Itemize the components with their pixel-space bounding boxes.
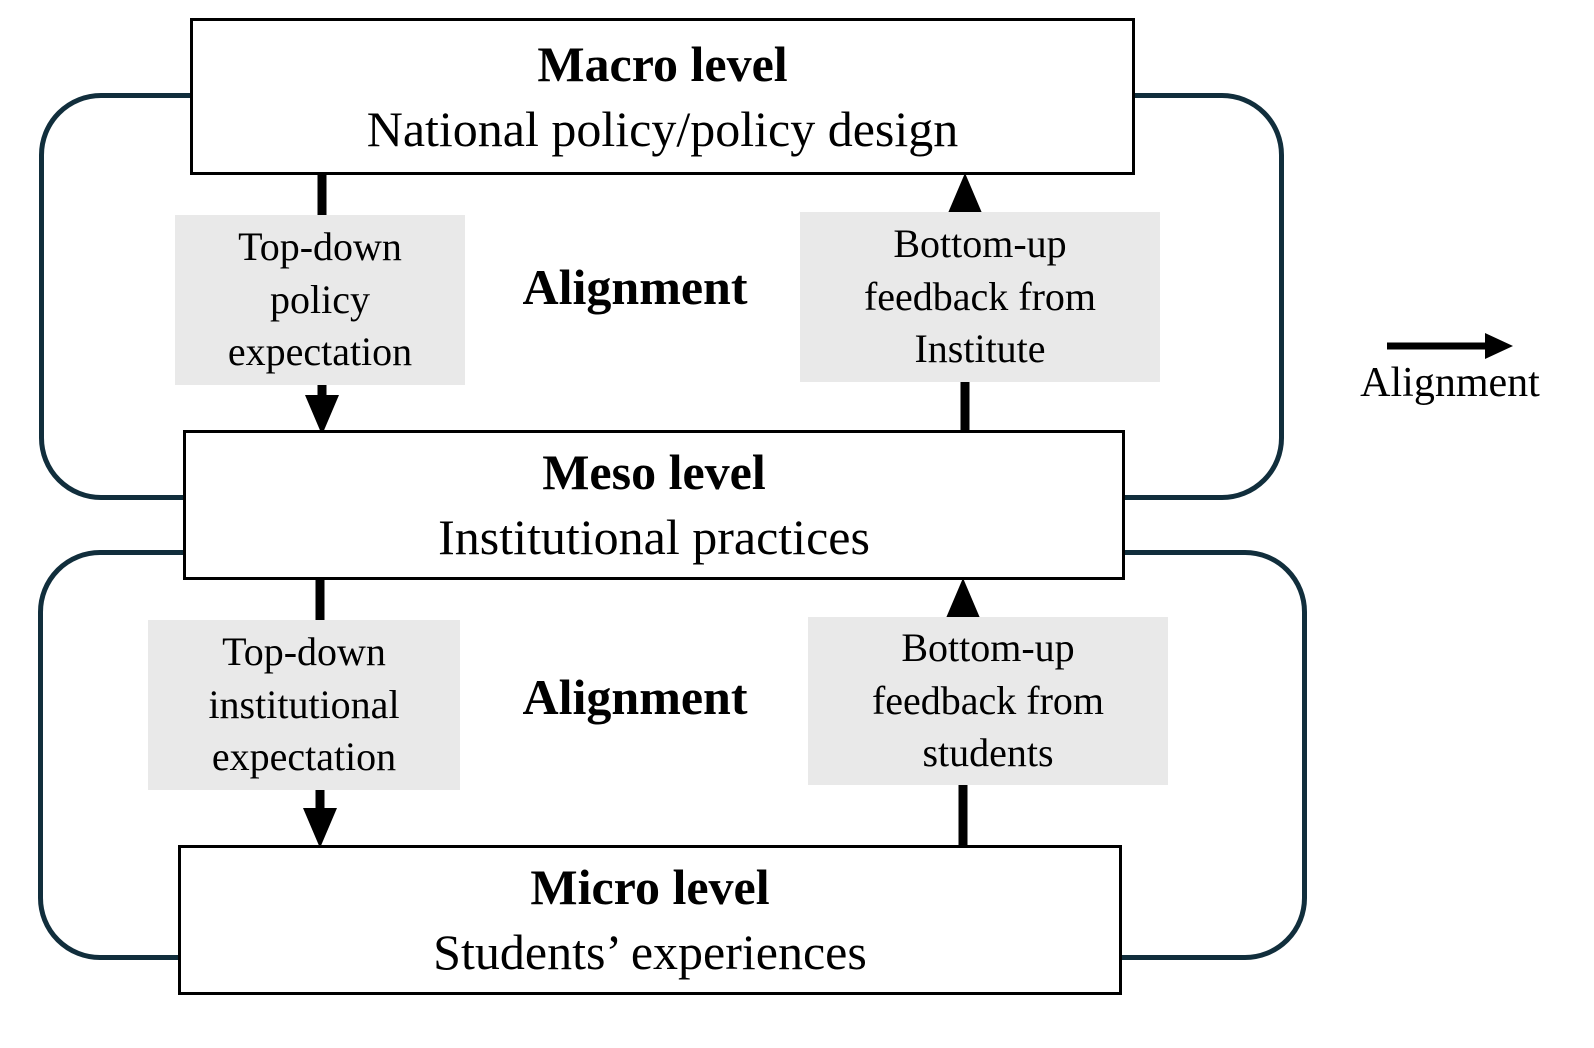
bottom-up-institute-label: Bottom-up feedback from Institute bbox=[800, 212, 1160, 382]
macro-level-title: Macro level bbox=[537, 35, 788, 92]
meso-level-box: Meso level Institutional practices bbox=[183, 430, 1125, 580]
right-arrowhead-icon bbox=[1485, 333, 1513, 359]
legend-label: Alignment bbox=[1360, 360, 1540, 406]
top-down-policy-label: Top-down policy expectation bbox=[175, 215, 465, 385]
top-down-institutional-label: Top-down institutional expectation bbox=[148, 620, 460, 790]
down-arrow-icon bbox=[305, 395, 339, 435]
arrow-shaft bbox=[1387, 342, 1487, 350]
macro-meso-alignment-label: Alignment bbox=[522, 259, 748, 315]
macro-level-box: Macro level National policy/policy desig… bbox=[190, 18, 1135, 175]
bottom-up-students-label: Bottom-up feedback from students bbox=[808, 617, 1168, 785]
alignment-legend: Alignment bbox=[1338, 332, 1562, 406]
macro-level-subtitle: National policy/policy design bbox=[366, 100, 959, 157]
up-arrow-icon bbox=[948, 173, 982, 213]
up-arrow-icon bbox=[946, 578, 980, 618]
down-arrow-icon bbox=[303, 808, 337, 848]
micro-level-title: Micro level bbox=[530, 859, 770, 915]
micro-level-subtitle: Students’ experiences bbox=[433, 924, 867, 980]
meso-level-title: Meso level bbox=[542, 444, 766, 500]
micro-level-box: Micro level Students’ experiences bbox=[178, 845, 1122, 995]
meso-level-subtitle: Institutional practices bbox=[438, 509, 870, 565]
meso-micro-alignment-label: Alignment bbox=[522, 669, 748, 725]
right-arrow-icon bbox=[1387, 332, 1513, 360]
